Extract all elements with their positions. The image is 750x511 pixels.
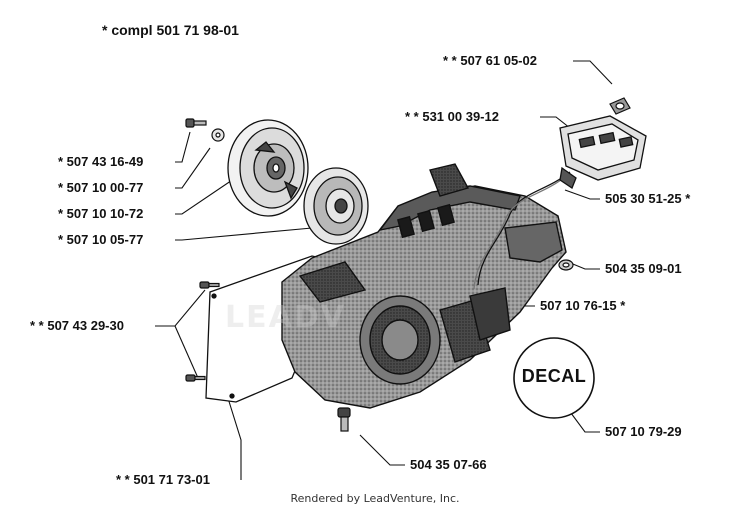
leader-lines xyxy=(155,60,613,480)
part-label-50530[interactable]: 505 30 51-25 * xyxy=(605,191,691,206)
nut-part xyxy=(558,259,574,271)
part-label-50435-07[interactable]: 504 35 07-66 xyxy=(410,457,487,472)
part-label-50171-73[interactable]: * * 501 71 73-01 xyxy=(116,472,210,487)
part-label-50743-16[interactable]: * 507 43 16-49 xyxy=(58,154,144,169)
part-label-50710-10[interactable]: * 507 10 10-72 xyxy=(58,206,144,221)
part-label-53100[interactable]: * * 531 00 39-12 xyxy=(405,109,499,124)
decal-circle xyxy=(513,337,595,419)
part-label-50710-05[interactable]: * 507 10 05-77 xyxy=(58,232,144,247)
part-label-50710-76[interactable]: 507 10 76-15 * xyxy=(540,298,626,313)
footer-credit: Rendered by LeadVenture, Inc. xyxy=(290,492,460,505)
spring-part xyxy=(303,167,369,245)
part-label-50743-29[interactable]: * * 507 43 29-30 xyxy=(30,318,124,333)
starter-handle xyxy=(559,115,647,189)
washer-part xyxy=(609,97,631,115)
gasket-screws xyxy=(185,281,220,382)
decal-text: DECAL xyxy=(521,366,587,386)
bottom-screw xyxy=(337,407,351,432)
part-label-50435-09[interactable]: 504 35 09-01 xyxy=(605,261,682,276)
part-label-50710-79[interactable]: 507 10 79-29 xyxy=(605,424,682,439)
kit-label[interactable]: * compl 501 71 98-01 xyxy=(102,22,239,38)
pulley-part xyxy=(227,119,309,217)
starter-cord xyxy=(473,171,571,290)
watermark: LEADV xyxy=(225,300,346,335)
part-label-50710-00[interactable]: * 507 10 00-77 xyxy=(58,180,144,195)
screw-part xyxy=(185,118,225,142)
part-label-50761[interactable]: * * 507 61 05-02 xyxy=(443,53,537,68)
